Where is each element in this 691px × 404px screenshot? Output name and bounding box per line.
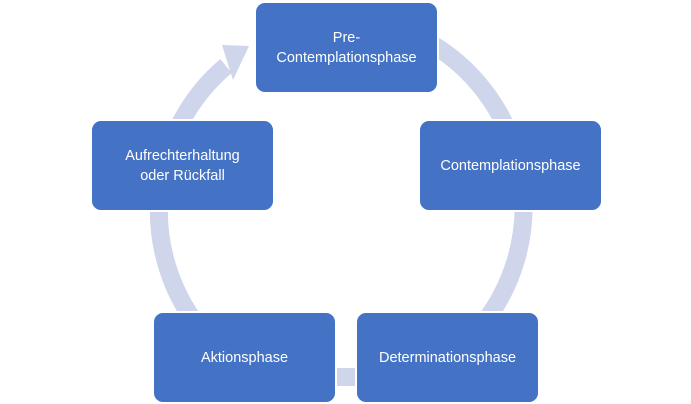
stage-determination: Determinationsphase <box>356 312 539 403</box>
stage-maintenance-or-relapse: Aufrechterhaltung oder Rückfall <box>91 120 274 211</box>
stage-label-line: Determinationsphase <box>378 349 517 366</box>
cycle-arrowhead <box>222 45 249 80</box>
stage-precontemplation: Pre- Contemplationsphase <box>255 2 438 93</box>
stage-label-line: Aufrechterhaltung <box>125 147 240 164</box>
stage-label-line: Contemplationsphase <box>440 157 581 174</box>
stage-label-line: Contemplationsphase <box>276 49 417 66</box>
stage-label-line: Pre- <box>332 29 361 46</box>
stage-action: Aktionsphase <box>153 312 336 403</box>
stage-label-line: Aktionsphase <box>200 349 289 366</box>
stage-label-line: oder Rückfall <box>140 167 225 184</box>
stage-contemplation: Contemplationsphase <box>419 120 602 211</box>
